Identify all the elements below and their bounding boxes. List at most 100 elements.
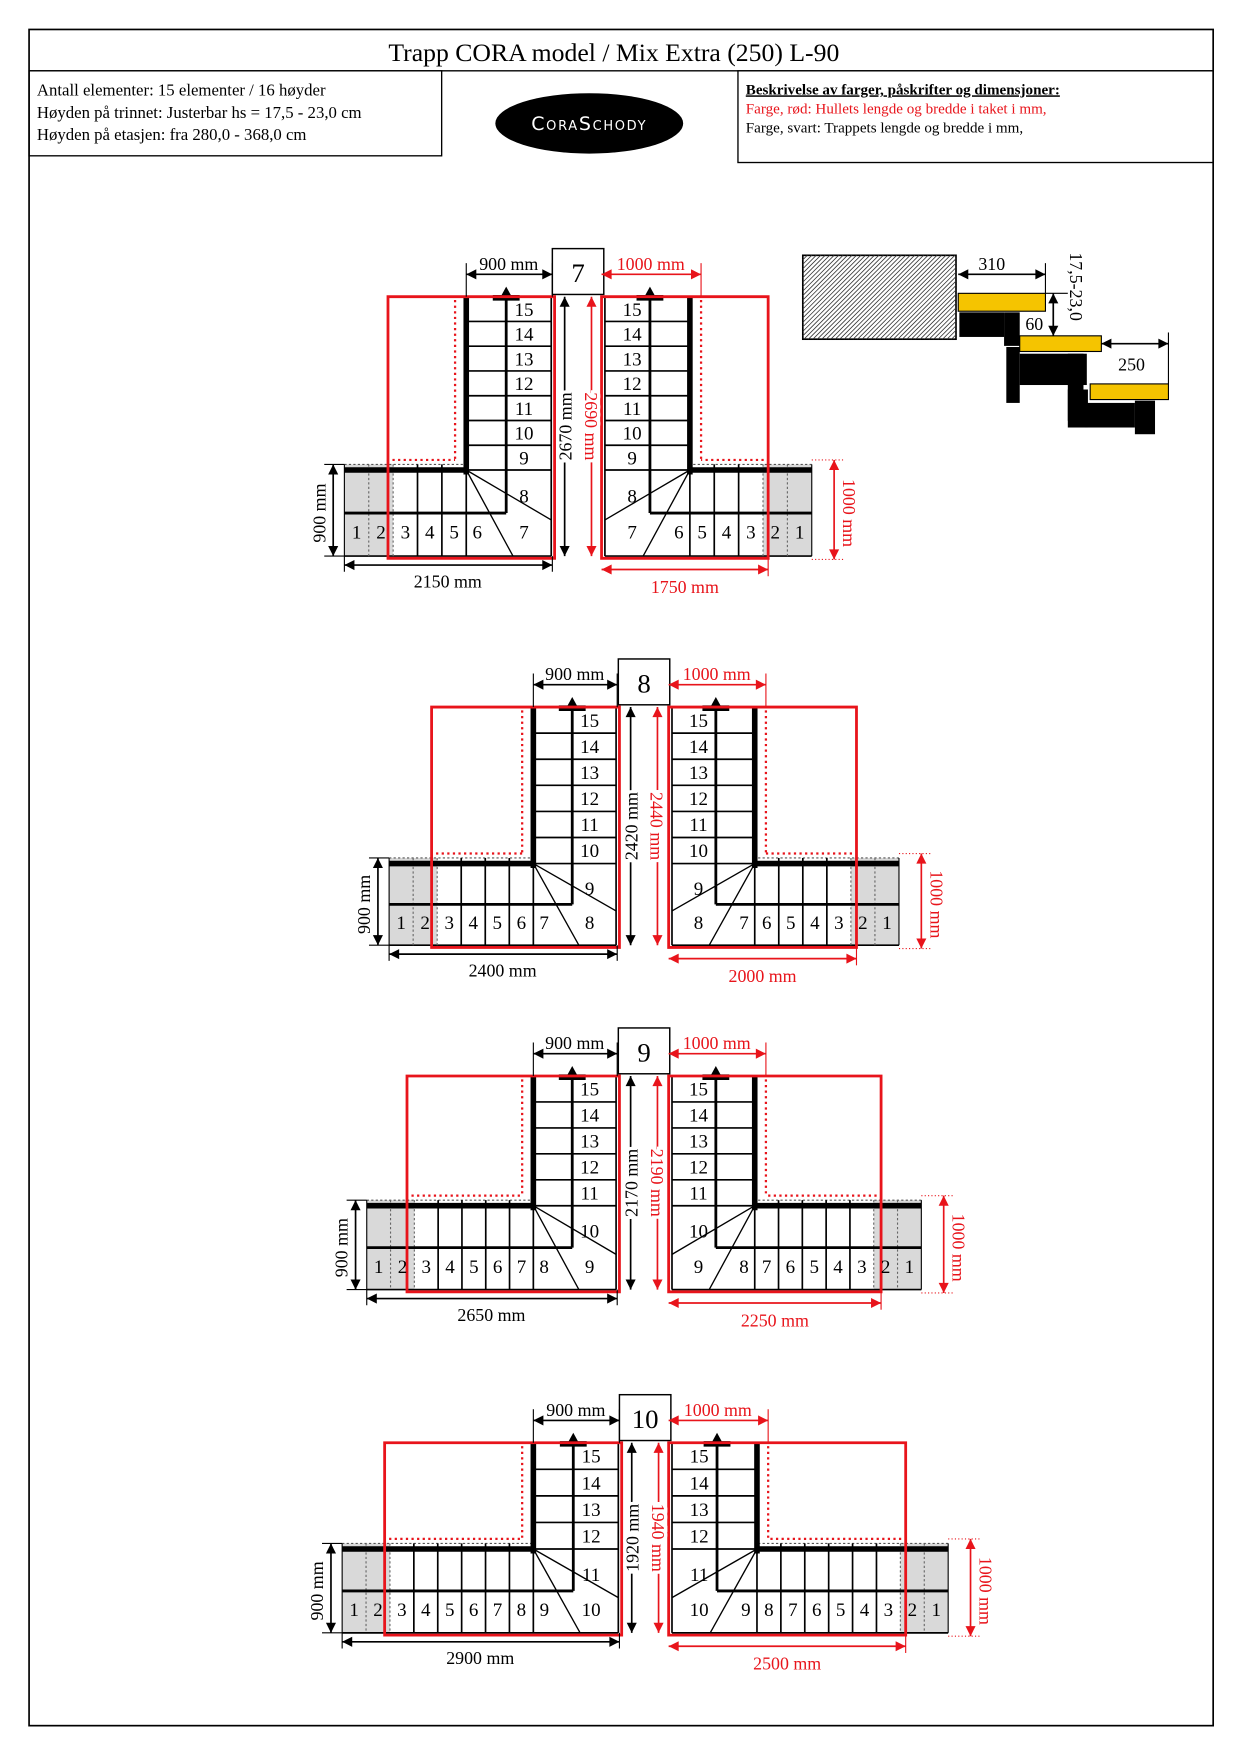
arrowhead bbox=[325, 1622, 336, 1633]
hole-side-label: 1000 mm bbox=[839, 479, 859, 547]
arrowhead bbox=[829, 459, 840, 471]
variant-number: 8 bbox=[637, 669, 650, 699]
arrowhead bbox=[328, 464, 339, 475]
length-label: 2900 mm bbox=[446, 1648, 514, 1668]
step-number: 7 bbox=[739, 913, 749, 934]
hole-height-dimension bbox=[586, 296, 597, 557]
length-label: 2150 mm bbox=[414, 571, 482, 591]
width-dimension bbox=[533, 1415, 620, 1426]
arrowhead bbox=[653, 1622, 664, 1633]
step-number: 8 bbox=[764, 1600, 774, 1621]
hatch-line bbox=[802, 255, 813, 265]
arrowhead bbox=[668, 1415, 679, 1426]
info-elements: Antall elementer: 15 elementer / 16 høyd… bbox=[37, 80, 326, 99]
hole-side-dimension bbox=[916, 853, 927, 949]
step-number: 11 bbox=[582, 1565, 600, 1586]
winder-line bbox=[533, 1548, 619, 1599]
step-number: 10 bbox=[580, 841, 599, 862]
hatch-line bbox=[942, 325, 957, 340]
hatch-line bbox=[893, 276, 957, 340]
variant-number: 7 bbox=[571, 258, 584, 288]
step-number: 13 bbox=[582, 1500, 601, 1521]
arrowhead bbox=[625, 1279, 636, 1290]
arrowhead bbox=[829, 549, 840, 560]
hole-width-dimension bbox=[601, 269, 702, 280]
stair-module-block bbox=[1006, 347, 1020, 403]
step-number: 4 bbox=[722, 523, 732, 544]
hole-length-label: 2000 mm bbox=[729, 966, 797, 986]
arrowhead bbox=[755, 1048, 766, 1059]
step-number: 8 bbox=[739, 1257, 749, 1278]
going-dimension bbox=[1101, 338, 1169, 349]
step-number: 12 bbox=[580, 1158, 599, 1179]
arrowhead bbox=[601, 564, 612, 575]
step-number: 9 bbox=[694, 879, 704, 900]
step-number: 8 bbox=[539, 1257, 549, 1278]
step-number: 5 bbox=[836, 1600, 846, 1621]
arrowhead bbox=[586, 546, 597, 557]
page-title: Trapp CORA model / Mix Extra (250) L-90 bbox=[388, 38, 839, 67]
step-number: 9 bbox=[694, 1257, 704, 1278]
step-number: 6 bbox=[469, 1600, 479, 1621]
hole-height-label: 2440 mm bbox=[647, 792, 667, 860]
step-number: 14 bbox=[580, 1106, 600, 1127]
variant-number-box bbox=[618, 1393, 672, 1442]
step-number: 3 bbox=[746, 523, 756, 544]
stair-module-block bbox=[1134, 400, 1156, 435]
step-number: 6 bbox=[473, 523, 483, 544]
rise-label: 17,5-23,0 bbox=[1066, 252, 1086, 321]
width-dimension bbox=[533, 1048, 618, 1059]
arrowhead bbox=[533, 679, 544, 690]
hole-length-label: 2250 mm bbox=[741, 1310, 809, 1330]
hatch-line bbox=[802, 255, 880, 332]
step-number: 1 bbox=[396, 913, 406, 934]
step-number: 14 bbox=[582, 1473, 602, 1494]
arrowhead bbox=[895, 1641, 906, 1652]
hatch-line bbox=[802, 255, 821, 274]
arrowhead bbox=[965, 1626, 976, 1637]
step-number: 11 bbox=[515, 399, 533, 420]
winder-line bbox=[533, 1205, 617, 1255]
step-number: 2 bbox=[908, 1600, 918, 1621]
step-number: 5 bbox=[697, 523, 707, 544]
step-number: 11 bbox=[690, 1565, 708, 1586]
step-number: 1 bbox=[882, 913, 892, 934]
winder-line bbox=[671, 1205, 756, 1255]
arrowhead bbox=[916, 938, 927, 949]
step-number: 10 bbox=[689, 1222, 708, 1243]
step-number: 15 bbox=[515, 300, 534, 321]
step-number: 5 bbox=[809, 1257, 819, 1278]
ceiling-hole-outline bbox=[430, 705, 621, 949]
winder-line bbox=[604, 469, 691, 521]
variant-number: 9 bbox=[637, 1037, 650, 1067]
step-number: 7 bbox=[519, 523, 529, 544]
step-number: 13 bbox=[580, 763, 599, 784]
step-number: 4 bbox=[421, 1600, 431, 1621]
hatch-line bbox=[928, 312, 957, 340]
arrowhead bbox=[758, 1415, 769, 1426]
hatch-line bbox=[906, 289, 957, 340]
step-number: 7 bbox=[627, 523, 637, 544]
hole-length-label: 2500 mm bbox=[753, 1654, 821, 1674]
step-number: 12 bbox=[580, 789, 599, 810]
hatch-line bbox=[852, 255, 938, 340]
info-step-height: Høyden på trinnet: Justerbar hs = 17,5 -… bbox=[37, 103, 362, 122]
side-dimension bbox=[325, 1543, 336, 1633]
step-number: 13 bbox=[580, 1132, 599, 1153]
hatch-line bbox=[951, 334, 957, 340]
step-number: 13 bbox=[623, 349, 642, 370]
step-number: 12 bbox=[582, 1526, 601, 1547]
hatch-line bbox=[803, 255, 889, 340]
arrowhead bbox=[916, 853, 927, 864]
hole-side-dimension bbox=[965, 1538, 976, 1637]
arrowhead bbox=[668, 1048, 679, 1059]
hatch-line bbox=[802, 255, 875, 328]
arrowhead bbox=[1048, 293, 1059, 304]
hatch-line bbox=[802, 255, 848, 301]
width-label: 900 mm bbox=[479, 254, 538, 274]
